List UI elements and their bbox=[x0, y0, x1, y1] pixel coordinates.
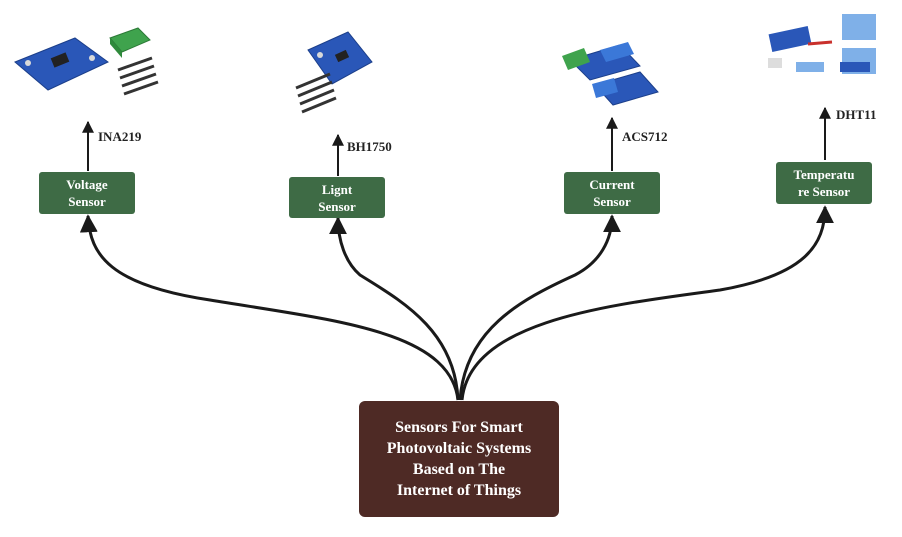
part-label-ina219: INA219 bbox=[98, 129, 142, 144]
curve-temperature bbox=[460, 205, 834, 401]
bh1750-module-image bbox=[295, 31, 373, 114]
root-topic-box: Sensors For Smart Photovoltaic Systems B… bbox=[359, 401, 559, 517]
connector-curves bbox=[79, 205, 834, 401]
part-label-dht11: DHT11 bbox=[836, 107, 877, 122]
curve-current bbox=[458, 214, 621, 401]
light-sensor-box: Lignt Sensor bbox=[289, 177, 385, 218]
current-sensor-box: Current Sensor bbox=[564, 172, 660, 214]
part-arrows bbox=[82, 106, 831, 176]
dht11-module-image bbox=[768, 14, 876, 74]
part-label-bh1750: BH1750 bbox=[347, 139, 392, 154]
curve-voltage bbox=[79, 214, 460, 401]
curve-light bbox=[329, 216, 460, 401]
part-label-acs712: ACS712 bbox=[622, 129, 668, 144]
voltage-sensor-box: Voltage Sensor bbox=[39, 172, 135, 214]
ina219-module-image bbox=[14, 27, 159, 96]
acs712-module-image bbox=[562, 42, 659, 106]
temperature-sensor-box: Temperatu re Sensor bbox=[776, 162, 872, 204]
